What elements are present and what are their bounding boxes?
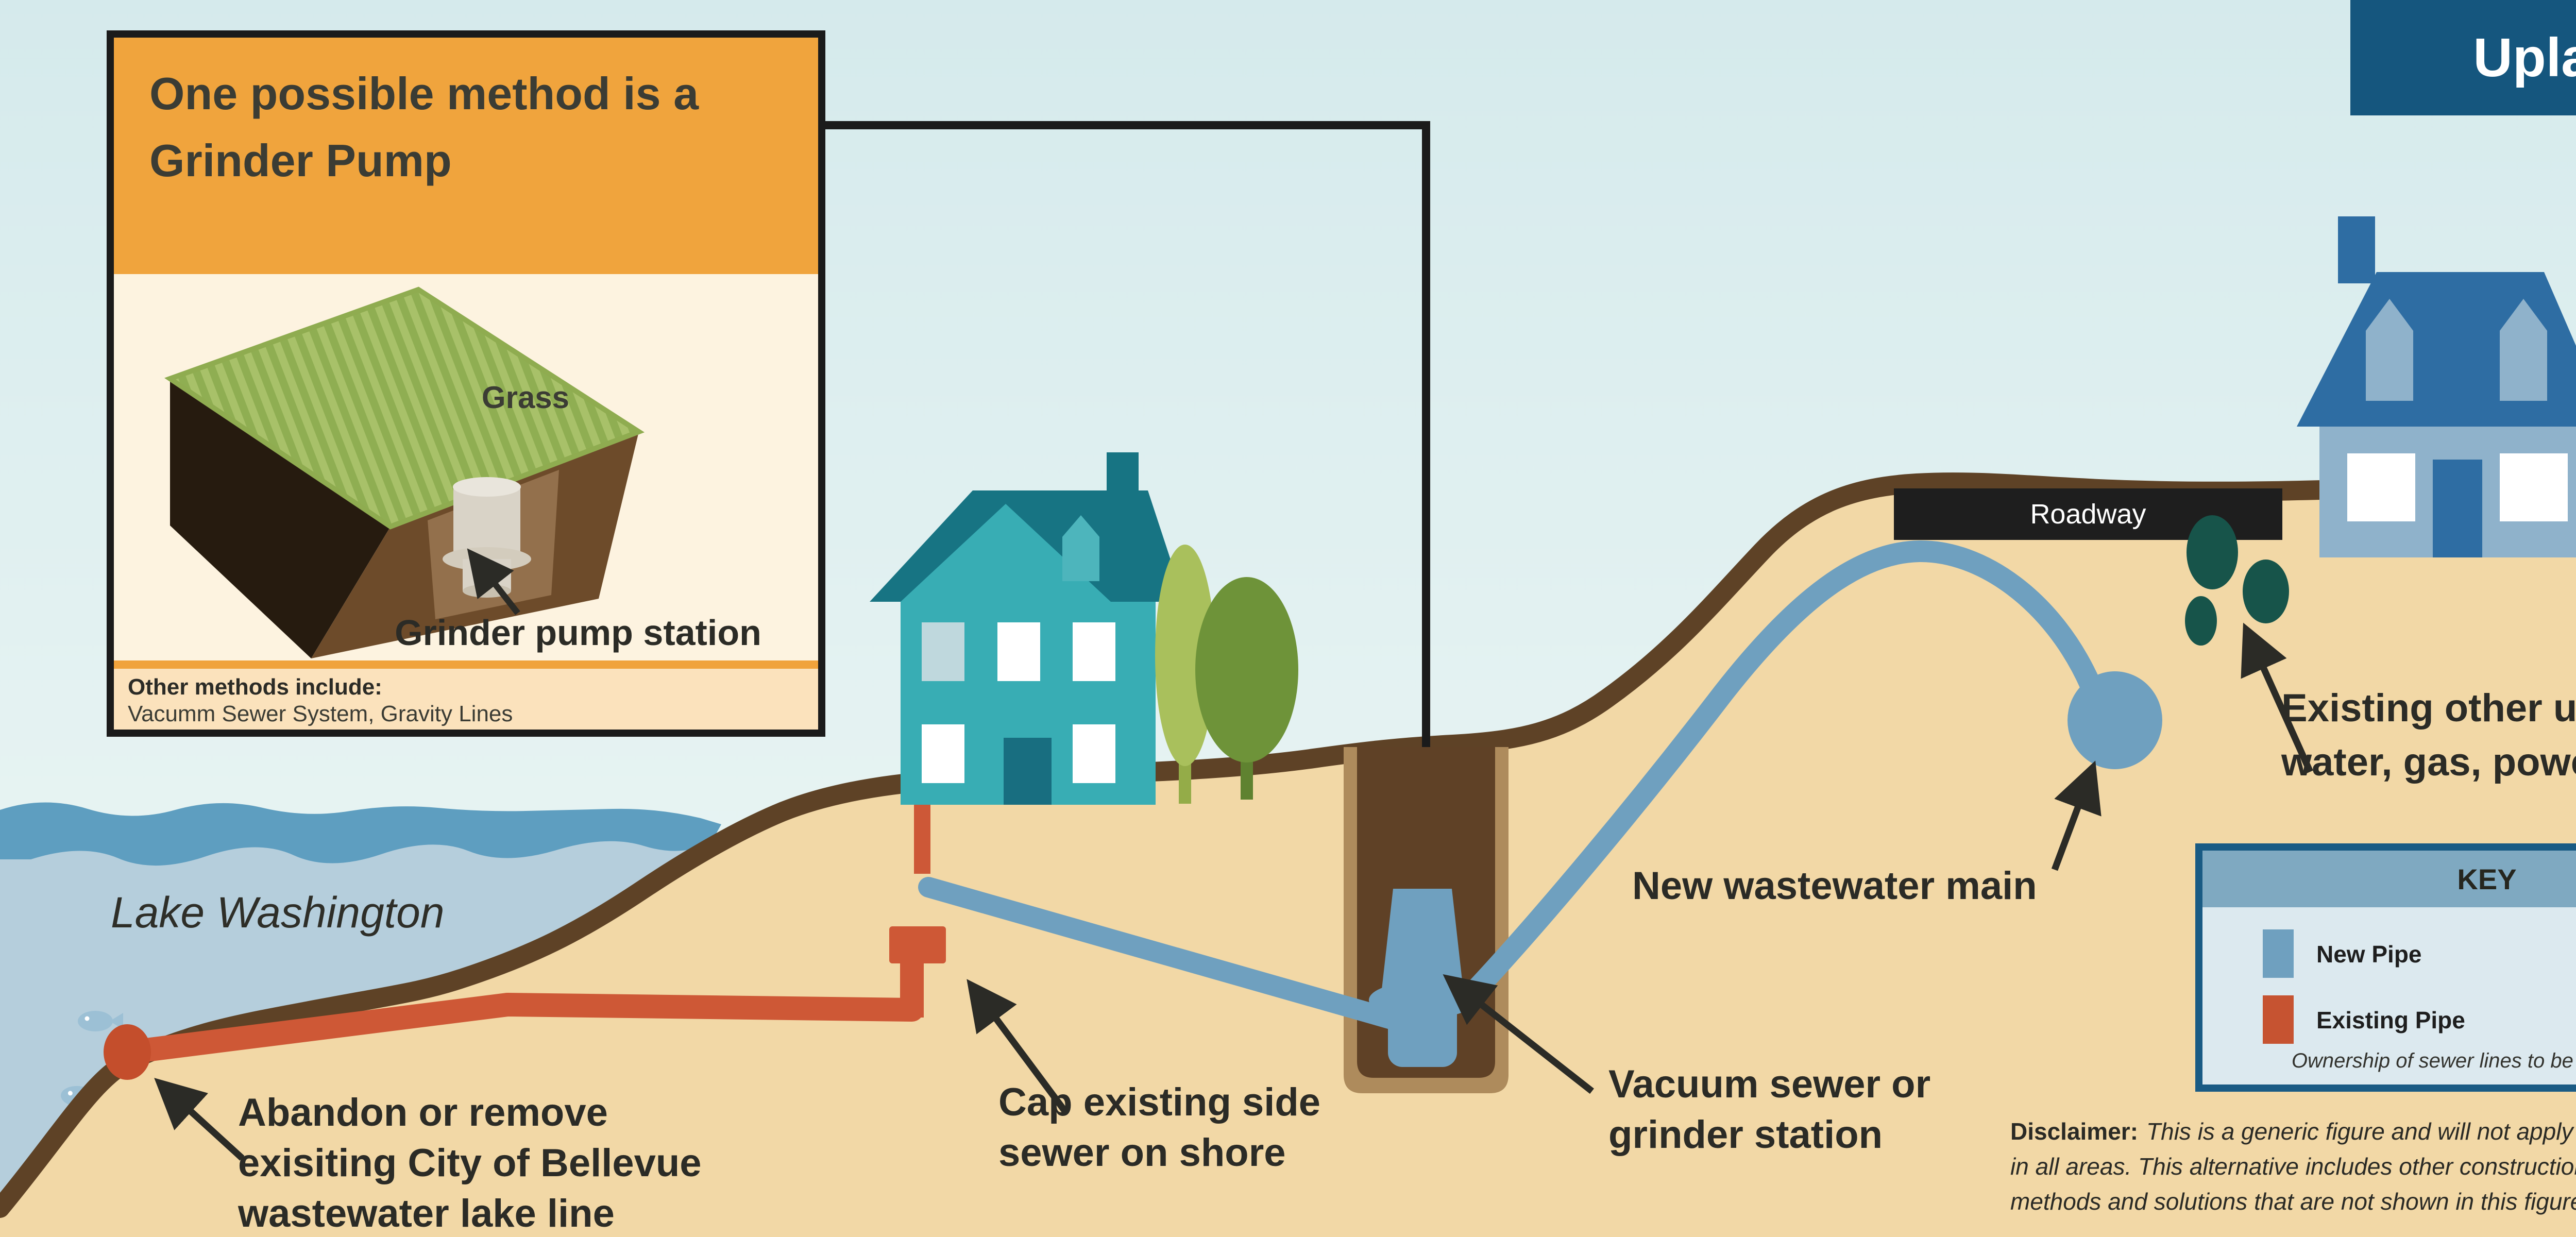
window (2500, 453, 2568, 521)
soil-block-illustration: Grass Grinder pump station (164, 286, 761, 658)
upland-region-label: Upland (2473, 27, 2576, 88)
annotation-abandon: Abandon or remove exisiting City of Bell… (154, 1078, 702, 1235)
lake-wave-band (0, 802, 721, 866)
upland-region-box (2350, 0, 2576, 115)
key-header (2202, 851, 2576, 907)
soil-left-face (170, 379, 391, 658)
abandon-label-line1: Abandon or remove (238, 1091, 608, 1134)
disclaimer-line1: Disclaimer:This is a generic figure and … (2010, 1118, 2574, 1145)
annotation-station: Vacuum sewer or grinder station (1443, 974, 1930, 1157)
disclaimer-line2: in all areas. This alternative includes … (2010, 1153, 2576, 1180)
door (2433, 460, 2482, 557)
attic-window (1062, 515, 1099, 581)
chimney (2338, 216, 2375, 283)
window (1073, 724, 1115, 783)
annotation-new-main: New wastewater main (1632, 760, 2102, 908)
wastewater-main-cross-section (2067, 671, 2162, 769)
window (922, 622, 964, 681)
abandon-arrow-icon (154, 1078, 245, 1161)
window (997, 622, 1040, 681)
existing-lake-line-pipe (126, 993, 924, 1063)
dormer-window (2500, 299, 2547, 401)
gable (901, 504, 1111, 602)
lake-line-end-dot (104, 1024, 151, 1080)
inset-title-line1: One possible method is a (149, 68, 699, 119)
disclaimer: Disclaimer:This is a generic figure and … (2010, 1118, 2576, 1215)
key-swatch-existing-pipe (2263, 995, 2294, 1044)
new-wastewater-main-pipe (1453, 540, 2102, 1013)
annotation-cap: Cap existing side sewer on shore (967, 979, 1320, 1175)
new-main-label: New wastewater main (1632, 864, 2037, 908)
utility-dots (2185, 515, 2289, 646)
new-side-sewer-pipe (918, 877, 1401, 1029)
grass-label: Grass (482, 380, 569, 415)
pump-station-label: Grinder pump station (395, 613, 761, 653)
station-label-line1: Vacuum sewer or (1608, 1062, 1930, 1106)
annotation-utilities: Existing other utilities: water, gas, po… (2241, 622, 2576, 784)
window (922, 724, 964, 783)
station-label-line2: grinder station (1608, 1113, 1883, 1157)
utilities-arrow-icon (2241, 622, 2313, 773)
pump-arrow-icon (467, 548, 520, 615)
station-arrow-icon (1443, 974, 1595, 1094)
inset-footer-body: Vacumm Sewer System, Gravity Lines (128, 701, 513, 726)
inset-divider (114, 660, 818, 669)
abandon-label-line3: wastewater lake line (238, 1192, 615, 1235)
key-swatch-new-pipe (2263, 929, 2294, 978)
inset-footer-heading: Other methods include: (128, 674, 382, 700)
key-legend: KEY New Pipe Existing Pipe Ownership of … (2195, 843, 2576, 1092)
new-main-arrow-icon (2051, 760, 2102, 871)
terrain-sand (0, 481, 2576, 1237)
key-footnote: Ownership of sewer lines to be determine… (2292, 1049, 2576, 1072)
inset-header (114, 38, 818, 274)
lakeside-house (870, 452, 1184, 805)
window (2347, 453, 2415, 521)
key-title: KEY (2457, 863, 2516, 895)
lake-label: Lake Washington (111, 888, 445, 937)
inset-footer (114, 669, 818, 730)
disclaimer-line3: methods and solutions that are not shown… (2010, 1188, 2576, 1215)
side-sewer-cap (889, 926, 946, 963)
house-side-sewer-stub (914, 802, 930, 874)
upland-house (2297, 216, 2576, 557)
utilities-label-line1: Existing other utilities: (2281, 686, 2576, 730)
inset-connector-line (825, 121, 1430, 747)
inset-panel: One possible method is a Grinder Pump Gr… (107, 30, 825, 737)
grass-top (164, 286, 645, 530)
door (1004, 738, 1052, 805)
window (1073, 622, 1115, 681)
roadway-label: Roadway (2030, 499, 2146, 530)
key-label-existing-pipe: Existing Pipe (2316, 1007, 2465, 1033)
key-label-new-pipe: New Pipe (2316, 941, 2422, 968)
utilities-label-line2: water, gas, power, etc. (2281, 740, 2576, 784)
abandon-label-line2: exisiting City of Bellevue (238, 1141, 702, 1185)
cap-label-line2: sewer on shore (998, 1131, 1286, 1175)
cap-arrow-icon (967, 979, 1069, 1114)
inset-title-line2: Grinder Pump (149, 135, 452, 186)
dormer-window (2366, 299, 2413, 401)
cap-label-line1: Cap existing side (998, 1080, 1320, 1124)
tree (1155, 545, 1298, 804)
